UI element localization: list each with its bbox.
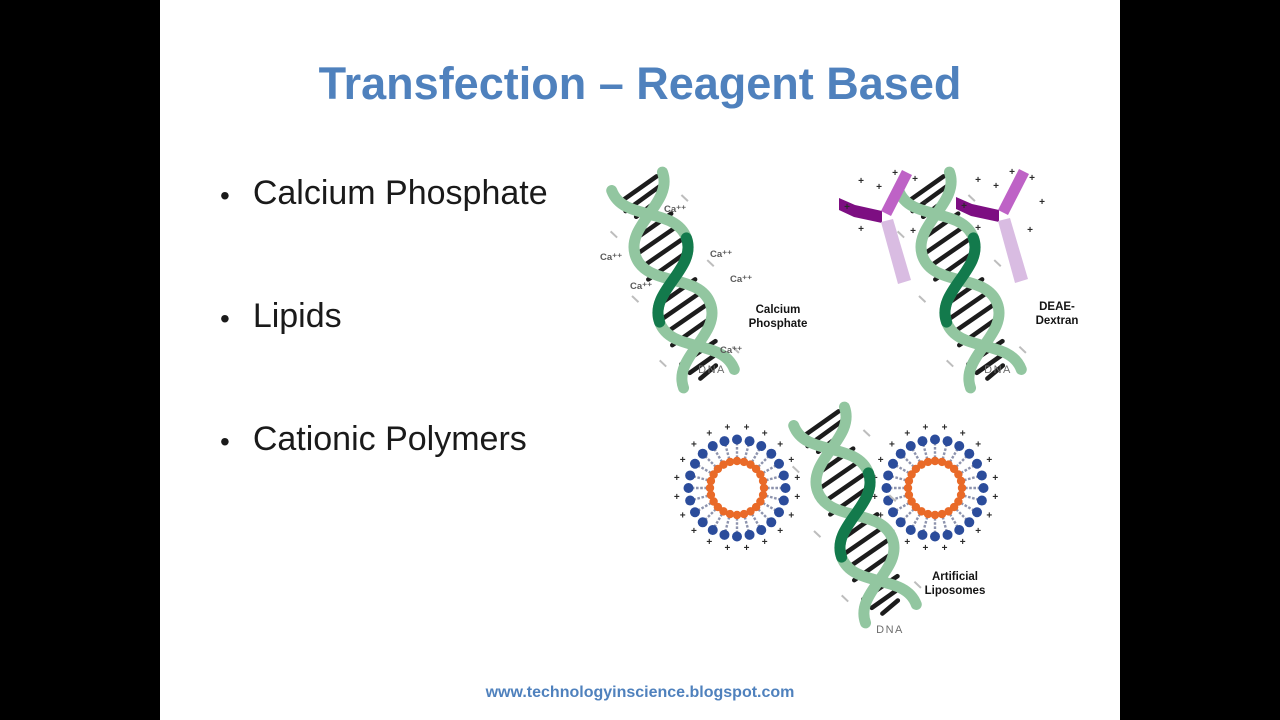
svg-text:+: + [858,176,864,187]
deae-molecule-icon: + + + + + + + + [956,167,1045,283]
svg-text:+: + [923,543,929,554]
svg-text:+: + [1009,167,1015,178]
svg-text:+: + [992,473,998,484]
svg-text:+: + [691,440,697,451]
ca-ion-label: Ca⁺⁺ [630,281,652,292]
svg-text:+: + [691,526,697,537]
svg-text:+: + [674,473,680,484]
svg-text:+: + [912,174,918,185]
svg-text:+: + [942,543,948,554]
svg-text:+: + [992,492,998,503]
dna-label: DNA [698,364,726,376]
svg-text:+: + [762,428,768,439]
svg-text:+: + [922,198,928,209]
artificial-liposomes-diagram: ++++++++++++++++++++ +++++++++++++++++++… [674,402,998,636]
diagram-label: Dextran [1036,315,1079,327]
svg-text:+: + [889,440,895,451]
svg-text:+: + [993,181,999,192]
presentation-slide: Transfection – Reagent Based • Calcium P… [160,0,1120,720]
diagram-label: Liposomes [925,585,986,597]
svg-text:+: + [975,175,981,186]
svg-text:+: + [680,510,686,521]
diagram-canvas: Ca⁺⁺ Ca⁺⁺ Ca⁺⁺ Ca⁺⁺ Ca⁺⁺ Ca⁺⁺ Calcium Ph… [560,160,1078,636]
liposome-icon: ++++++++++++++++++++ [674,422,800,553]
bullet-label: Lipids [252,297,342,335]
svg-text:+: + [961,201,967,212]
svg-text:+: + [844,202,850,213]
svg-text:+: + [794,492,800,503]
svg-text:+: + [794,473,800,484]
svg-text:+: + [706,537,712,548]
svg-text:+: + [1029,173,1035,184]
svg-text:+: + [942,422,948,433]
svg-text:+: + [777,526,783,537]
svg-text:+: + [960,537,966,548]
deae-dextran-diagram: + + + + + + + + + + + + + + + + DEAE- Dextran DNA [839,167,1078,394]
bullet-icon: • [220,426,230,457]
bullet-icon: • [220,180,230,211]
calcium-phosphate-diagram: Ca⁺⁺ Ca⁺⁺ Ca⁺⁺ Ca⁺⁺ Ca⁺⁺ Ca⁺⁺ Calcium Ph… [596,167,808,394]
footer-url: www.technologyinscience.blogspot.com [485,684,795,701]
svg-text:+: + [986,455,992,466]
svg-text:+: + [923,422,929,433]
bullet-label: Calcium Phosphate [252,174,548,212]
bullet-item-calcium-phosphate: • Calcium Phosphate [220,174,548,218]
ca-ion-label: Ca⁺⁺ [710,249,732,260]
bullet-icon: • [220,303,230,334]
dna-helix-icon [596,167,750,394]
svg-text:+: + [1027,225,1033,236]
svg-text:+: + [777,440,783,451]
svg-text:+: + [788,455,794,466]
svg-text:+: + [986,510,992,521]
svg-text:+: + [876,182,882,193]
svg-text:+: + [960,428,966,439]
svg-text:+: + [910,226,916,237]
diagram-label: Artificial [932,571,978,583]
letterbox-left [0,0,160,720]
ca-ion-label: Ca⁺⁺ [664,204,686,215]
diagram-label: Calcium [756,304,801,316]
bullet-label: Cationic Polymers [252,420,527,458]
diagram-label: Phosphate [749,318,808,330]
deae-molecule-icon: + + + + + + + + [839,168,928,284]
ca-ion-label: Ca⁺⁺ [730,274,752,285]
svg-text:+: + [680,455,686,466]
ca-ion-label: Ca⁺⁺ [600,252,622,263]
svg-text:+: + [1039,197,1045,208]
svg-text:+: + [744,422,750,433]
svg-text:+: + [892,168,898,179]
svg-text:+: + [725,422,731,433]
svg-text:+: + [878,455,884,466]
svg-text:+: + [762,537,768,548]
svg-text:+: + [674,492,680,503]
dna-label: DNA [984,364,1012,376]
bullet-item-lipids: • Lipids [220,297,342,341]
svg-text:+: + [858,224,864,235]
svg-text:+: + [878,510,884,521]
svg-text:+: + [744,543,750,554]
svg-text:+: + [975,440,981,451]
svg-text:+: + [706,428,712,439]
svg-text:+: + [904,428,910,439]
svg-text:+: + [788,510,794,521]
letterbox-right [1120,0,1280,720]
svg-text:+: + [904,537,910,548]
ca-ion-label: Ca⁺⁺ [720,345,742,356]
dna-label: DNA [876,624,904,636]
svg-text:+: + [975,526,981,537]
bullet-item-cationic-polymers: • Cationic Polymers [220,420,527,464]
svg-text:+: + [725,543,731,554]
svg-text:+: + [872,492,878,503]
slide-title: Transfection – Reagent Based [318,58,962,109]
svg-text:+: + [975,223,981,234]
diagram-label: DEAE- [1039,301,1075,313]
